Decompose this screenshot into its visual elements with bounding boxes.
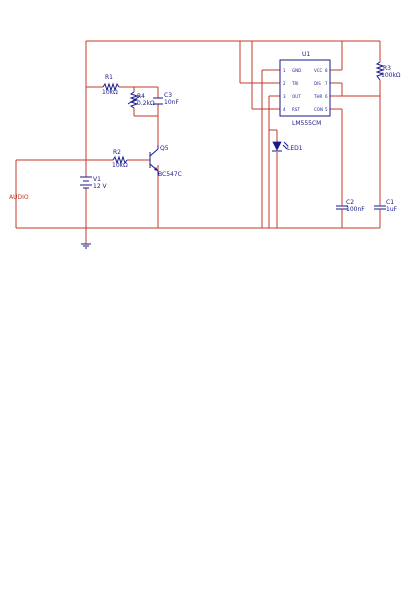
ic-pin-num-3: 3 <box>283 94 286 99</box>
wires <box>15 40 381 244</box>
ic-pin-tri: TRI <box>291 81 298 86</box>
led-led1[interactable]: LED1 <box>272 141 303 152</box>
ic-pin-num-4: 4 <box>283 107 286 112</box>
resistor-r2-value: 10kΩ <box>112 162 128 169</box>
resistor-r4-ref: R4 <box>137 93 145 100</box>
ic-pin-thr: THR <box>313 94 322 99</box>
resistor-r3-value: 100kΩ <box>381 72 401 79</box>
resistor-r4-arrow <box>127 95 141 105</box>
capacitor-c3-value: 10nF <box>164 99 179 106</box>
resistor-r3-ref: R3 <box>383 65 391 72</box>
resistor-r2-ref: R2 <box>113 149 121 156</box>
capacitor-c2[interactable]: C2 100nF <box>336 199 365 213</box>
ic-pin-num-6: 6 <box>325 94 328 99</box>
ic-pin-out: OUT <box>292 94 301 99</box>
ic-u1[interactable]: U1 GND TRI OUT RST VCC DIS THR CON 1 2 3… <box>279 51 331 127</box>
resistor-r1-value: 10kΩ <box>102 89 118 96</box>
ic-pin-rst: RST <box>292 107 300 112</box>
battery-v1[interactable]: V1 12 V <box>80 160 108 190</box>
ic-pin-num-1: 1 <box>283 68 286 73</box>
ic-pin-num-5: 5 <box>325 107 328 112</box>
resistor-r2[interactable]: R2 10kΩ <box>112 149 128 169</box>
audio-input-label: AUDIO <box>9 194 29 201</box>
resistor-r4-value: 0.2kΩ <box>137 100 155 107</box>
resistor-r2-body <box>112 155 128 165</box>
led-led1-ref: LED1 <box>287 145 303 152</box>
capacitor-c2-ref: C2 <box>346 199 354 206</box>
capacitor-c1[interactable]: C1 1uF <box>374 199 398 213</box>
ic-pin-dis: DIS <box>314 81 321 86</box>
resistor-r3-body <box>375 61 385 81</box>
ic-pin-num-2: 2 <box>283 81 286 86</box>
capacitor-c2-value: 100nF <box>346 206 365 213</box>
ground-symbol <box>81 243 91 249</box>
ic-pin-num-8: 8 <box>325 68 328 73</box>
ic-pin-num-7: 7 <box>325 81 328 86</box>
led-led1-ray-1 <box>282 144 288 150</box>
ic-u1-ref: U1 <box>302 51 310 58</box>
resistor-r4-body <box>129 91 139 109</box>
capacitor-c3-ref: C3 <box>164 92 172 99</box>
ic-pin-gnd: GND <box>292 68 301 73</box>
capacitor-c1-ref: C1 <box>386 199 394 206</box>
transistor-q5-part: BC547C <box>158 171 182 178</box>
transistor-q5-collector <box>149 148 159 157</box>
ic-u1-body <box>279 59 331 117</box>
led-led1-triangle <box>272 141 282 151</box>
resistor-r4[interactable]: R4 0.2kΩ <box>127 91 155 109</box>
resistor-r3[interactable]: R3 100kΩ <box>375 61 401 81</box>
ic-pin-con: CON <box>314 107 323 112</box>
transistor-q5-arrow <box>154 167 158 171</box>
ic-pin-vcc: VCC <box>314 68 323 73</box>
transistor-q5-ref: Q5 <box>160 145 169 152</box>
capacitor-c3[interactable]: C3 10nF <box>153 92 179 106</box>
resistor-r1-body <box>102 82 120 92</box>
led-led1-ray-2 <box>283 141 289 147</box>
capacitor-c1-value: 1uF <box>386 206 398 213</box>
transistor-q5[interactable]: Q5 BC547C <box>149 145 182 178</box>
ic-u1-part: LM555CM <box>292 120 321 127</box>
resistor-r1[interactable]: R1 10kΩ <box>102 74 120 96</box>
battery-v1-value: 12 V <box>93 183 108 190</box>
battery-v1-ref: V1 <box>93 176 101 183</box>
resistor-r1-ref: R1 <box>105 74 113 81</box>
